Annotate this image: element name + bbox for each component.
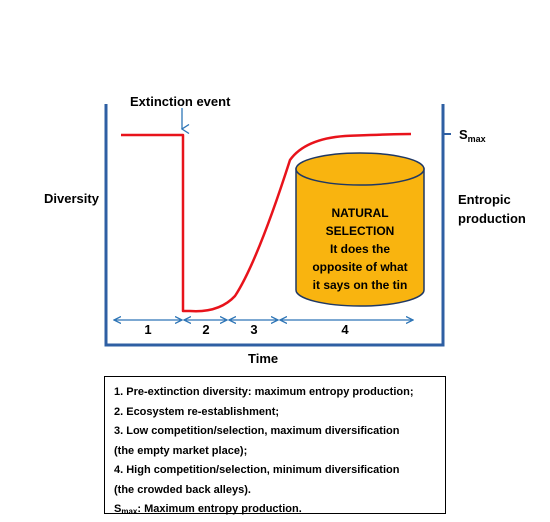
legend-box: 1. Pre-extinction diversity: maximum ent…: [104, 376, 446, 516]
cylinder-line-3: It does the: [329, 242, 390, 256]
cylinder-line-1: NATURAL: [331, 206, 389, 220]
legend-smax-definition: Smax: Maximum entropy production.: [114, 500, 437, 522]
smax-label-main: S: [459, 127, 468, 142]
cylinder-line-5: it says on the tin: [312, 278, 408, 292]
phase-label-2: 2: [202, 322, 209, 337]
legend-smax-sub: max: [121, 507, 138, 516]
phase-label-4: 4: [341, 322, 349, 337]
phase-label-3: 3: [250, 322, 257, 337]
cylinder-line-2: SELECTION: [325, 224, 395, 238]
legend-item-3-cont: (the empty market place);: [114, 444, 248, 457]
diversity-curve: [121, 132, 412, 313]
phase-label-1: 1: [144, 322, 151, 337]
entropic-production-label: Entropic production: [458, 190, 526, 228]
natural-selection-text: NATURAL SELECTION It does the opposite o…: [302, 204, 418, 294]
legend-smax-text: : Maximum entropy production.: [137, 503, 302, 515]
time-axis-label: Time: [248, 351, 279, 366]
legend-item-1: 1. Pre-extinction diversity: maximum ent…: [114, 386, 414, 398]
smax-label: Smax: [459, 127, 486, 147]
entropic-production-line1: Entropic: [458, 192, 511, 207]
smax-label-sub: max: [467, 134, 486, 144]
extinction-event-label: Extinction event: [130, 94, 231, 109]
natural-selection-cylinder: [295, 152, 425, 307]
axis-container: [104, 104, 445, 347]
legend-item-3: 3. Low competition/selection, maximum di…: [114, 425, 400, 437]
legend-item-2: 2. Ecosystem re-establishment;: [114, 405, 280, 418]
entropic-production-line2: production: [458, 211, 526, 226]
legend-item-4-cont: (the crowded back alleys).: [114, 483, 251, 496]
legend-smax-main: S: [114, 503, 122, 515]
cylinder-line-4: opposite of what: [312, 260, 408, 274]
diversity-label: Diversity: [44, 191, 99, 206]
legend-item-4: 4. High competition/selection, minimum d…: [114, 464, 400, 476]
